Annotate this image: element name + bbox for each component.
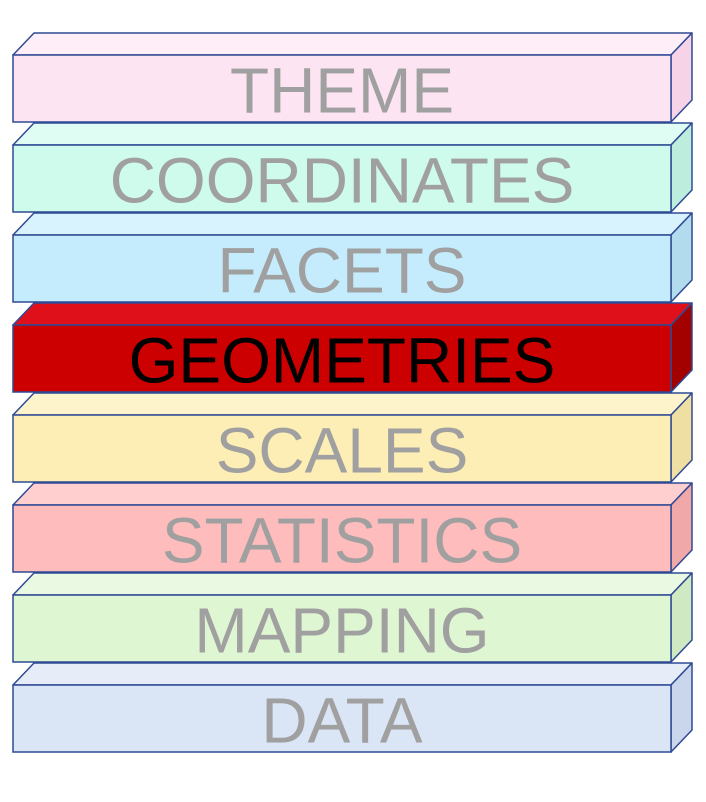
- layer-front-face: [12, 144, 672, 213]
- layer-front-face: [12, 594, 672, 663]
- layer-front-face: [12, 324, 672, 393]
- layer-label-statistics: STATISTICS: [162, 505, 522, 577]
- layer-label-theme: THEME: [230, 55, 454, 127]
- layer-label-coordinates: COORDINATES: [110, 145, 575, 217]
- layer-label-geometries: GEOMETRIES: [129, 325, 556, 397]
- layer-label-data: DATA: [261, 685, 423, 757]
- layer-data: DATA: [12, 662, 693, 757]
- layer-front-face: [12, 504, 672, 573]
- layer-facets: FACETS: [12, 212, 693, 307]
- layer-geometries: GEOMETRIES: [12, 302, 693, 397]
- layer-front-face: [12, 684, 672, 753]
- layer-mapping: MAPPING: [12, 572, 693, 667]
- layer-top-face: [12, 122, 693, 146]
- layer-top-face: [12, 32, 693, 56]
- layer-scales: SCALES: [12, 392, 693, 487]
- layer-statistics: STATISTICS: [12, 482, 693, 577]
- layer-top-face: [12, 212, 693, 236]
- layer-front-face: [12, 234, 672, 303]
- layer-top-face: [12, 392, 693, 416]
- layer-label-scales: SCALES: [216, 415, 469, 487]
- layer-top-face: [12, 572, 693, 596]
- layer-label-facets: FACETS: [218, 235, 467, 307]
- layer-top-face: [12, 662, 693, 686]
- layer-top-face: [12, 482, 693, 506]
- layer-coordinates: COORDINATES: [12, 122, 693, 217]
- layer-front-face: [12, 54, 672, 123]
- layer-theme: THEME: [12, 32, 693, 127]
- layer-top-face: [12, 302, 693, 326]
- layer-label-mapping: MAPPING: [194, 595, 489, 667]
- layer-front-face: [12, 414, 672, 483]
